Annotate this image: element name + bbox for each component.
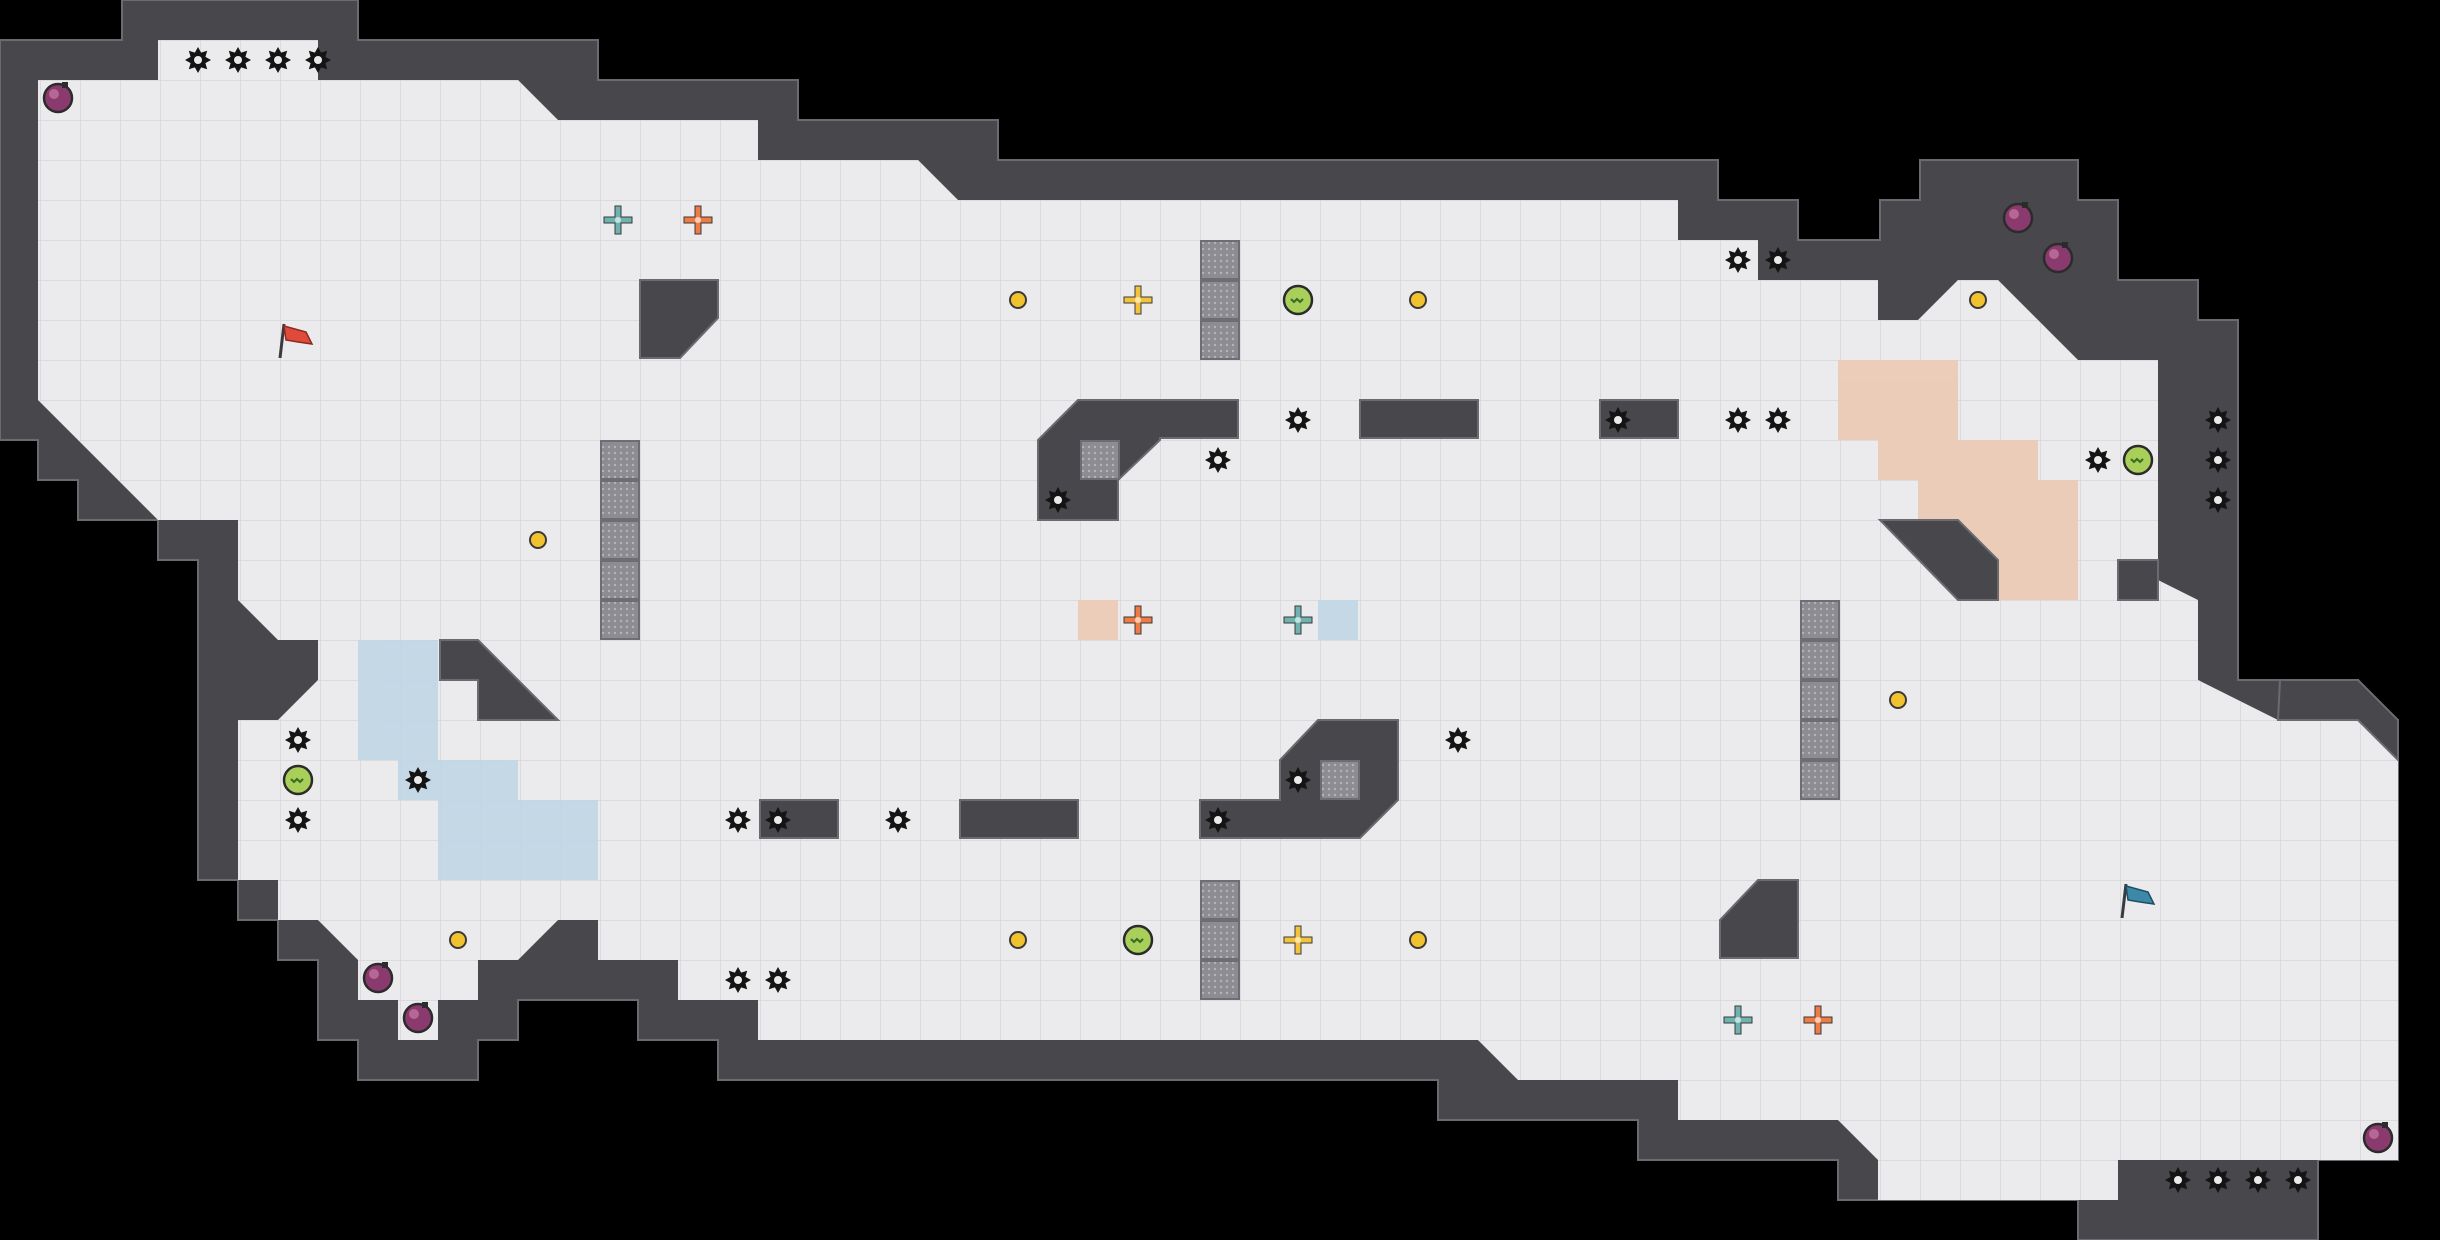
spike-icon (1725, 407, 1751, 433)
bomb-icon (2042, 242, 2074, 274)
spike-icon (765, 807, 791, 833)
spawns-layer (603, 205, 1833, 1035)
coin-icon (1009, 931, 1027, 949)
bomb-icon (2362, 1122, 2394, 1154)
blue-flag-icon (2120, 883, 2156, 919)
blue-team-zone (358, 600, 1358, 880)
spike-icon (725, 967, 751, 993)
teal-spawn-icon (603, 205, 633, 235)
orange-spawn-icon (683, 205, 713, 235)
spike-icon (2205, 487, 2231, 513)
pushable-blocks (600, 240, 1840, 1000)
spike-icon (765, 967, 791, 993)
wall-east-edge (2276, 679, 2399, 763)
spike-icon (2205, 1167, 2231, 1193)
bomb-icon (2002, 202, 2034, 234)
spike-icon (1045, 487, 1071, 513)
bombs-layer (42, 82, 2394, 1154)
coin-icon (1009, 291, 1027, 309)
spike-icon (2165, 1167, 2191, 1193)
spike-icon (885, 807, 911, 833)
boost-pad-icon (2122, 444, 2154, 476)
coin-icon (1409, 931, 1427, 949)
coin-icon (1969, 291, 1987, 309)
coin-icon (1409, 291, 1427, 309)
coin-icon (529, 531, 547, 549)
spikes-layer (185, 47, 2311, 1193)
spike-icon (2085, 447, 2111, 473)
boost-pad-icon (282, 764, 314, 796)
spike-icon (185, 47, 211, 73)
coin-icon (1889, 691, 1907, 709)
red-team-zone (1078, 360, 2078, 640)
spike-icon (1285, 407, 1311, 433)
boosts-layer (282, 284, 2154, 956)
bomb-icon (402, 1002, 434, 1034)
spike-icon (2245, 1167, 2271, 1193)
yellow-spawn-icon (1123, 285, 1153, 315)
teal-spawn-icon (1283, 605, 1313, 635)
bomb-icon (42, 82, 74, 114)
floor-east-grid (2158, 360, 2398, 1160)
spike-icon (1205, 447, 1231, 473)
teal-spawn-icon (1723, 1005, 1753, 1035)
yellow-spawn-icon (1283, 925, 1313, 955)
red-flag-icon (278, 323, 314, 359)
spike-icon (265, 47, 291, 73)
boost-pad-icon (1122, 924, 1154, 956)
coin-icon (449, 931, 467, 949)
spike-icon (1765, 247, 1791, 273)
boost-pad-icon (1282, 284, 1314, 316)
spike-icon (1205, 807, 1231, 833)
spike-icon (285, 807, 311, 833)
spike-icon (1285, 767, 1311, 793)
spike-icon (2205, 407, 2231, 433)
spike-icon (1725, 247, 1751, 273)
spike-icon (1765, 407, 1791, 433)
spike-icon (225, 47, 251, 73)
spike-icon (2205, 447, 2231, 473)
spike-icon (725, 807, 751, 833)
spike-icon (305, 47, 331, 73)
orange-spawn-icon (1803, 1005, 1833, 1035)
orange-spawn-icon (1123, 605, 1153, 635)
bomb-icon (362, 962, 394, 994)
spike-icon (2285, 1167, 2311, 1193)
spike-icon (285, 727, 311, 753)
spike-icon (1605, 407, 1631, 433)
spike-icon (1445, 727, 1471, 753)
coins-layer (449, 291, 1987, 949)
spike-icon (405, 767, 431, 793)
